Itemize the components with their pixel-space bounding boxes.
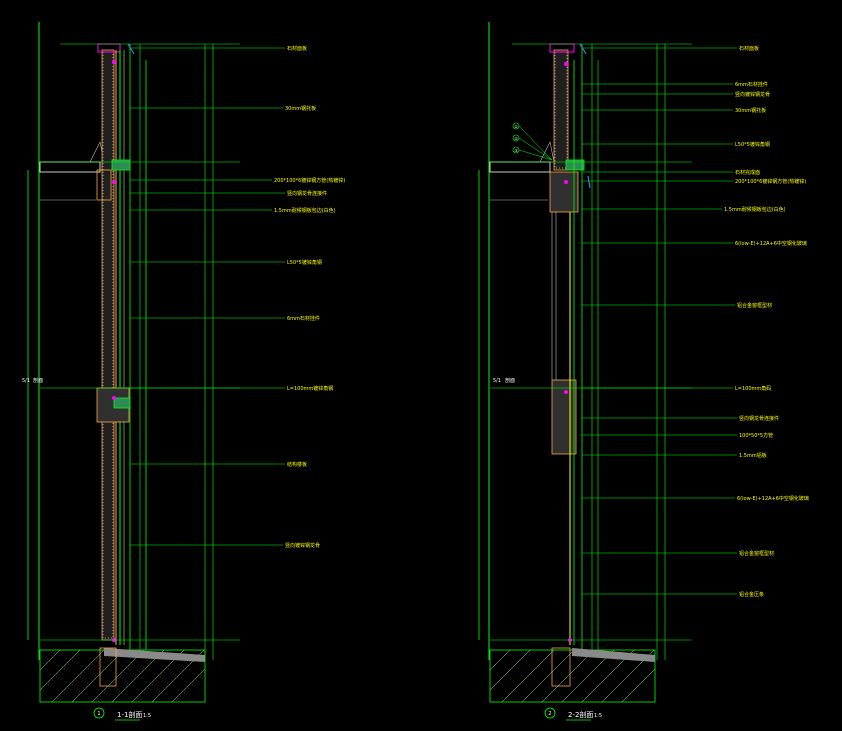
right-label-1: 6mm石材挂件 (735, 81, 768, 88)
left-label-0: 石材面板 (287, 45, 307, 52)
right-blue-mid (587, 175, 591, 189)
right-section-marker (544, 707, 556, 719)
left-label-2: 200*100*6镀锌钢方管(热镀锌) (274, 177, 345, 184)
left-fixing-2 (112, 396, 116, 400)
section-left: 5/1 剖面 (22, 22, 240, 703)
right-label-6: 200*100*6镀锌钢方管(热镀锌) (735, 178, 806, 185)
right-annotations: 石材面板 6mm石材挂件 竖向镀锌钢龙骨 30mm钢托板 L50*5镀锌角钢 石… (582, 45, 809, 598)
left-fixing-1 (112, 180, 116, 184)
left-section-marker (93, 707, 105, 719)
svg-text:①: ① (514, 124, 518, 129)
left-label-6: 6mm石材挂件 (287, 315, 320, 322)
right-label-8: 6(low-E)+12A+6中空钢化玻璃 (735, 240, 807, 247)
right-label-10: L=100mm角码 (735, 385, 771, 392)
right-label-12: 100*50*5方管 (739, 432, 773, 439)
left-ground-fill (104, 648, 205, 662)
left-node-mid-inner (113, 397, 131, 409)
right-label-3: 30mm钢托板 (735, 107, 766, 114)
left-footing (99, 647, 117, 687)
right-label-9: 铝合金窗框型材 (737, 302, 772, 309)
right-side-text: 剖面 (505, 377, 515, 384)
right-footing (551, 647, 571, 687)
right-slab-edge (539, 141, 555, 163)
right-section-title: 2-2剖面 (568, 710, 593, 719)
right-label-13: 1.5mm铝板 (739, 452, 767, 459)
right-label-0: 石材面板 (739, 45, 759, 52)
right-section-scale: 1:5 (594, 713, 602, 719)
right-label-2: 竖向镀锌钢龙骨 (735, 91, 770, 98)
right-callouts: ① ② ③ (512, 122, 553, 161)
right-fixing-3 (564, 62, 568, 66)
left-section-scale: 1:5 (143, 713, 151, 719)
right-label-16: 铝合金压条 (739, 591, 764, 598)
right-label-4: L50*5镀锌角钢 (735, 141, 770, 148)
left-node-box (96, 169, 112, 201)
right-wall-upper (553, 49, 569, 171)
right-label-14: 6(low-E)+12A+6中空钢化玻璃 (737, 495, 809, 502)
right-upper-slab (489, 161, 551, 173)
left-label-1: 30mm钢托板 (285, 105, 316, 112)
right-ground-fill (572, 648, 655, 662)
left-wall-block (101, 49, 115, 641)
left-side-text: 剖面 (33, 377, 43, 384)
right-label-11: 竖向钢龙骨连接件 (739, 415, 779, 422)
right-title-block: 2 2-2剖面 1:5 (544, 707, 602, 721)
right-label-7: 1.5mm耐候钢板包边(白色) (724, 206, 786, 213)
section-right: 5/1 剖面 (478, 22, 692, 703)
left-annotations: 石材面板 30mm钢托板 200*100*6镀锌钢方管(热镀锌) 竖向钢龙骨连接… (130, 45, 345, 549)
left-section-marker-text: 1 (97, 711, 100, 717)
left-fixing-4 (112, 60, 116, 64)
left-blue-top (127, 43, 135, 55)
left-wall-texture (102, 51, 114, 639)
left-label-4: 1.5mm耐候钢板包边(白色) (274, 207, 336, 214)
right-head-node (565, 159, 585, 171)
left-label-9: 竖向镀锌钢龙骨 (285, 542, 320, 549)
left-label-8: 结构楼板 (287, 461, 307, 468)
right-fixing-1 (564, 180, 568, 184)
svg-text:②: ② (514, 136, 518, 141)
left-title-block: 1 1-1剖面 1:5 (93, 707, 151, 721)
right-blue-top (579, 43, 587, 55)
left-side-dim-label: 5/1 (22, 378, 30, 384)
right-section-marker-text: 2 (548, 711, 551, 717)
left-node-top (111, 159, 131, 171)
left-upper-slab (39, 161, 101, 173)
svg-text:③: ③ (514, 148, 518, 153)
right-mid-block (551, 379, 577, 455)
right-side-dim-label: 5/1 (493, 378, 501, 384)
left-label-3: 竖向钢龙骨连接件 (287, 190, 327, 197)
left-label-5: L50*5镀锌角钢 (287, 259, 322, 266)
left-section-title: 1-1剖面 (117, 710, 142, 719)
right-label-5: 石材完成面 (735, 169, 760, 176)
right-foundation-hatch (489, 649, 656, 703)
right-fixing-2 (564, 390, 568, 394)
left-label-7: L=100mm镀锌角钢 (287, 385, 333, 392)
right-label-15: 铝合金窗框型材 (739, 550, 774, 557)
right-head-block (549, 171, 579, 213)
